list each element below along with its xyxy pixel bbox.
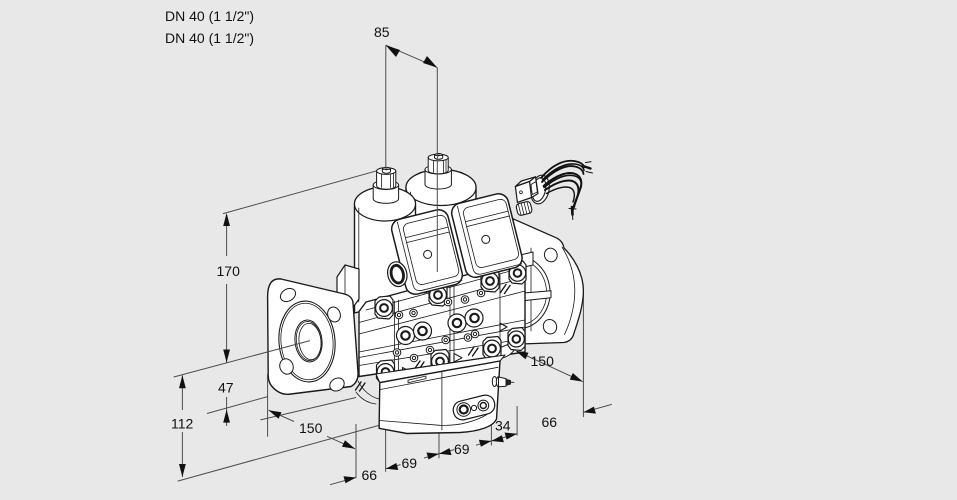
- svg-text:112: 112: [171, 416, 194, 432]
- svg-text:DN 40 (1 1/2"): DN 40 (1 1/2"): [165, 8, 254, 24]
- svg-text:150: 150: [531, 353, 555, 369]
- svg-text:69: 69: [402, 455, 418, 471]
- svg-text:47: 47: [218, 380, 234, 396]
- svg-text:66: 66: [542, 414, 558, 430]
- svg-text:66: 66: [362, 467, 378, 483]
- svg-text:150: 150: [299, 420, 323, 436]
- svg-text:170: 170: [217, 263, 241, 279]
- svg-text:69: 69: [454, 441, 470, 457]
- svg-text:34: 34: [495, 418, 511, 434]
- svg-text:85: 85: [374, 24, 390, 40]
- svg-text:DN 40 (1 1/2"): DN 40 (1 1/2"): [165, 30, 254, 46]
